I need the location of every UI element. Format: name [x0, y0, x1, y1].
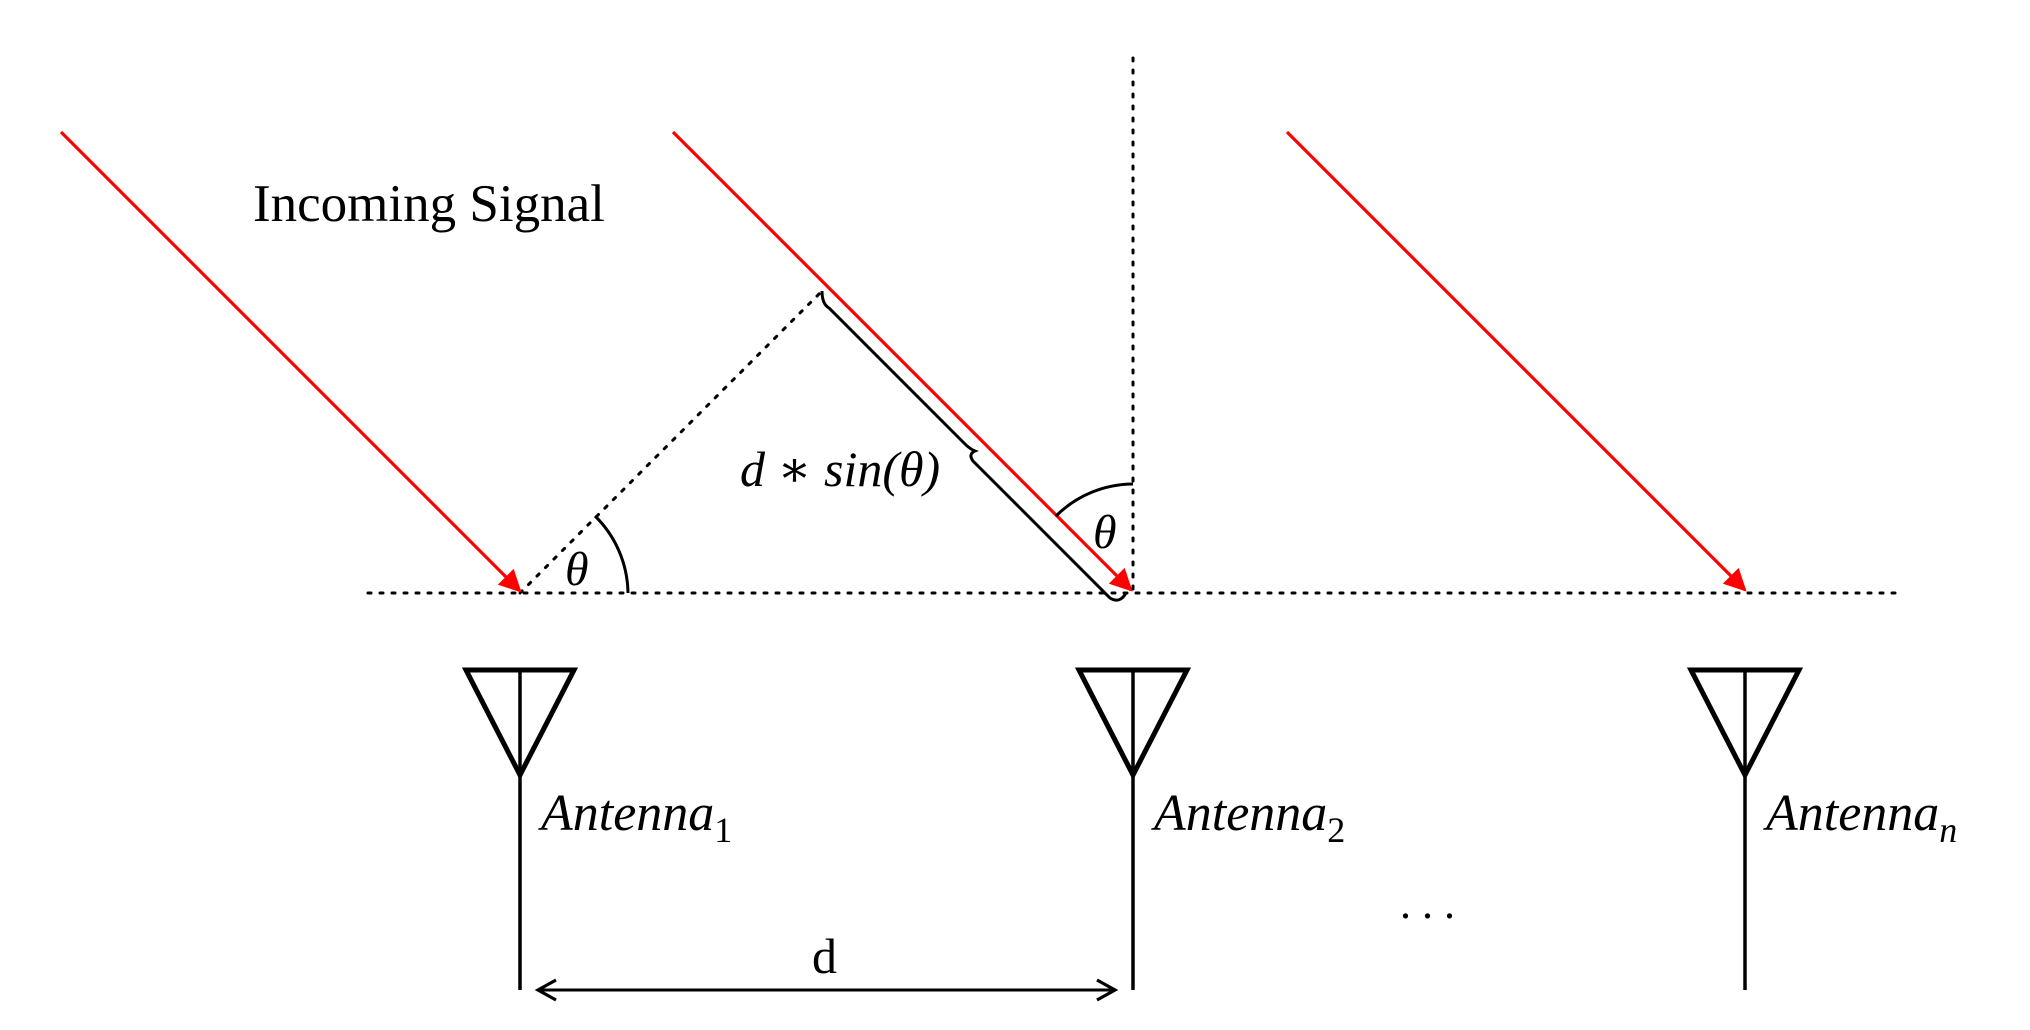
antenna-label-1: Antenna1	[538, 785, 732, 850]
wavefront-line	[518, 289, 824, 595]
antenna-2	[1074, 667, 1192, 990]
antenna-1	[461, 667, 579, 990]
signal-ray-1	[59, 130, 522, 593]
ellipsis: . . .	[1400, 879, 1455, 928]
angle-label-left: θ	[565, 543, 589, 596]
antenna-n	[1686, 667, 1804, 990]
angle-label-right: θ	[1093, 506, 1117, 559]
angle-arc-left	[593, 514, 630, 594]
signal-ray-2	[671, 130, 1133, 592]
antenna-label-2: Antenna2	[1151, 785, 1345, 850]
spacing-label: d	[812, 928, 837, 984]
signal-ray-n	[1285, 130, 1747, 592]
path-difference-label: d ∗ sin(θ)	[740, 441, 940, 497]
angle-arc-right	[1054, 482, 1134, 518]
path-difference-brace	[820, 290, 1128, 602]
antenna-label-n: Antennan	[1763, 785, 1957, 850]
signal-label: Incoming Signal	[253, 175, 605, 233]
